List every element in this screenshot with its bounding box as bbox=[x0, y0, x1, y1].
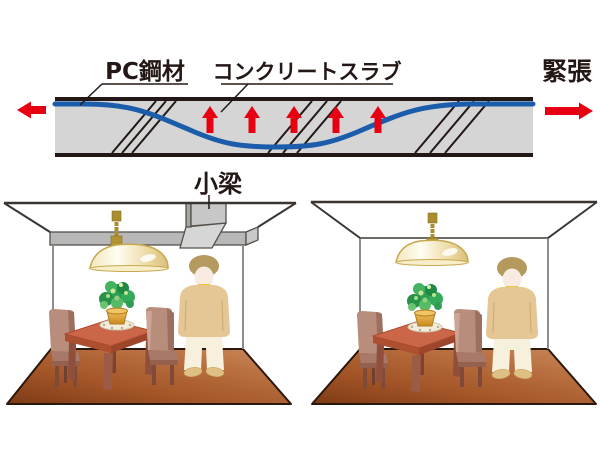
room-with-beam: 小梁 bbox=[3, 170, 297, 405]
pendant-lamp bbox=[395, 212, 469, 266]
callout-leaders bbox=[79, 83, 393, 113]
lamp-highlight bbox=[442, 248, 458, 256]
ceiling-perspective-left bbox=[3, 202, 51, 233]
hatch-line bbox=[267, 100, 313, 154]
ceiling-perspective-right bbox=[257, 202, 297, 228]
hatch-line bbox=[111, 100, 157, 154]
slab-break-hatch bbox=[111, 100, 490, 154]
small-beam-side bbox=[185, 202, 192, 228]
uplift-arrow-icon bbox=[244, 106, 260, 133]
uplift-arrow-icon bbox=[370, 106, 386, 133]
hatch-line bbox=[131, 100, 177, 154]
lamp-canopy bbox=[427, 212, 438, 224]
concrete-slab-label: コンクリートスラブ bbox=[213, 60, 402, 84]
ceiling-perspective-left bbox=[310, 201, 361, 239]
right-tension-arrow-icon bbox=[545, 102, 593, 120]
tension-label: 緊張 bbox=[542, 57, 593, 86]
lamp-highlight bbox=[140, 254, 156, 262]
hatch-line bbox=[444, 100, 490, 154]
hatch-line bbox=[429, 100, 475, 154]
uplift-arrow-icon bbox=[202, 106, 218, 133]
pc-steel-leader bbox=[79, 83, 103, 106]
pendant-lamp bbox=[89, 210, 169, 272]
slab-section-diagram: PC鋼材 コンクリートスラブ 緊張 bbox=[17, 57, 593, 157]
hatch-line bbox=[121, 100, 167, 154]
pc-tendon-curve bbox=[52, 101, 536, 150]
lamp-shade-rim bbox=[395, 259, 469, 266]
uplift-arrow-icon bbox=[328, 106, 344, 133]
hatch-line bbox=[414, 100, 460, 154]
small-beam-label: 小梁 bbox=[194, 170, 242, 198]
uplift-arrow-icon bbox=[286, 106, 302, 133]
chain-link bbox=[114, 232, 119, 236]
room-without-beam bbox=[310, 200, 598, 405]
lamp-canopy bbox=[111, 210, 122, 222]
lamp-shade-rim bbox=[89, 265, 169, 272]
chain-link bbox=[430, 234, 435, 238]
drop-band-end-cap bbox=[245, 226, 259, 246]
uplift-arrows bbox=[202, 106, 386, 133]
chain-link bbox=[430, 229, 435, 233]
chain-link bbox=[114, 227, 119, 231]
slab-leader bbox=[220, 83, 249, 113]
left-tension-arrow-icon bbox=[17, 101, 46, 119]
lamp-shade bbox=[89, 243, 169, 269]
ceiling-perspective-right bbox=[547, 201, 598, 239]
lamp-shade bbox=[395, 239, 469, 263]
chain-link bbox=[430, 224, 435, 228]
pc-steel-label: PC鋼材 bbox=[105, 58, 185, 85]
chain-link bbox=[114, 222, 119, 226]
